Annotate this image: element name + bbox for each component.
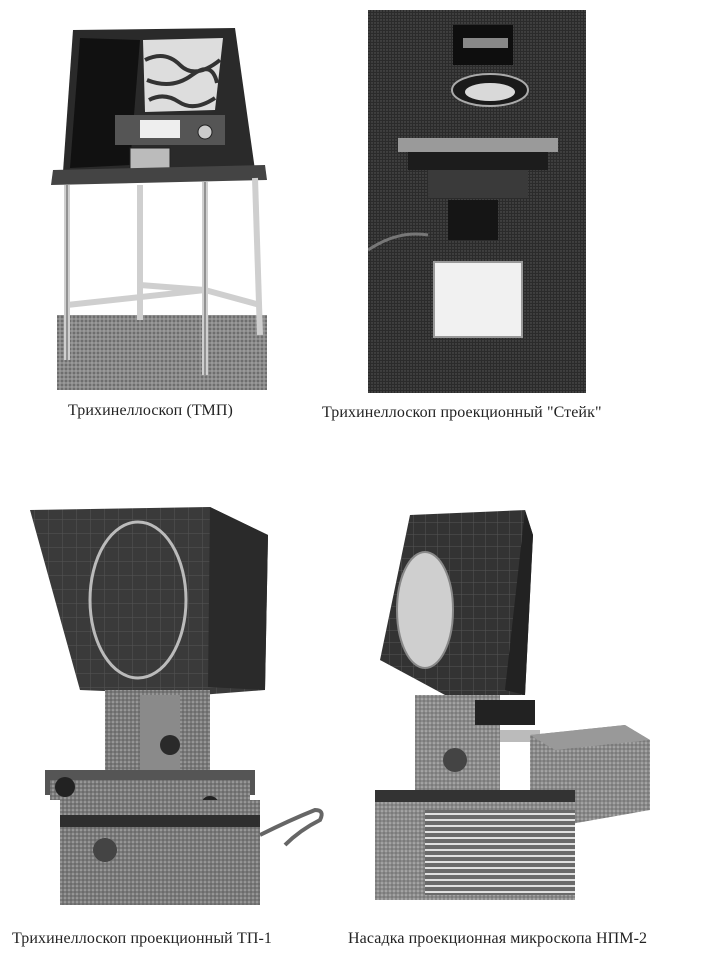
tp1-illustration — [30, 507, 324, 905]
tmp-illustration — [51, 28, 267, 390]
npm2-illustration — [375, 510, 650, 900]
caption-npm2: Насадка проекционная микроскопа НПМ-2 — [348, 930, 648, 947]
steik-illustration — [368, 10, 586, 393]
photo-tp1 — [20, 505, 335, 910]
photo-steik — [368, 10, 586, 393]
caption-steik: Трихинеллоскоп проекционный "Стейк" — [322, 404, 602, 421]
caption-tmp: Трихинеллоскоп (ТМП) — [68, 402, 233, 419]
photo-tmp — [45, 20, 275, 390]
caption-tp1: Трихинеллоскоп проекционный ТП-1 — [12, 930, 272, 947]
photo-npm2 — [365, 510, 710, 905]
